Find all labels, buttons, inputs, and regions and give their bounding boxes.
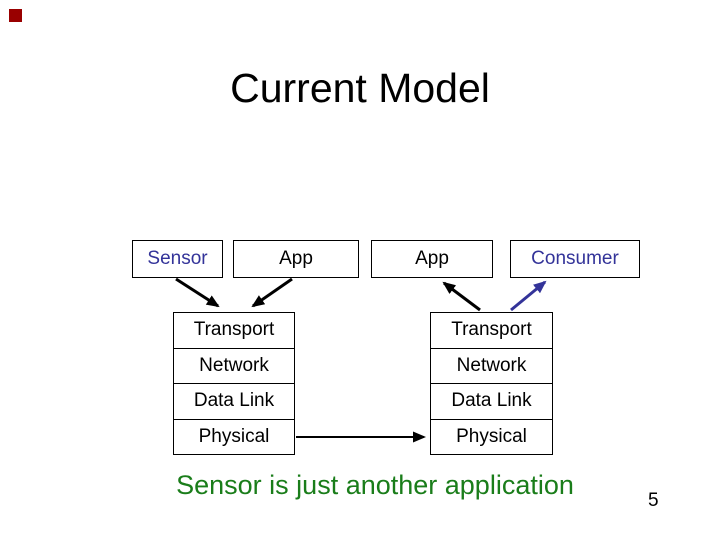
right-stack-layer-datalink: Data Link bbox=[431, 384, 552, 420]
protocol-stack-right: Transport Network Data Link Physical bbox=[430, 312, 553, 455]
box-app-right: App bbox=[371, 240, 493, 278]
page-number: 5 bbox=[648, 490, 659, 511]
footer-note: Sensor is just another application bbox=[176, 470, 574, 500]
left-stack-layer-transport: Transport bbox=[174, 313, 294, 349]
slide-title: Current Model bbox=[230, 65, 490, 111]
protocol-stack-left: Transport Network Data Link Physical bbox=[173, 312, 295, 455]
arrow-right-stack-to-consumer bbox=[510, 280, 547, 312]
arrow-right-stack-to-app bbox=[442, 281, 481, 312]
box-app-right-label: App bbox=[415, 248, 449, 269]
box-consumer-label: Consumer bbox=[531, 248, 619, 269]
box-sensor-label: Sensor bbox=[147, 248, 208, 269]
right-stack-layer-transport: Transport bbox=[431, 313, 552, 349]
box-sensor: Sensor bbox=[132, 240, 223, 278]
box-app-left: App bbox=[233, 240, 359, 278]
box-consumer: Consumer bbox=[510, 240, 640, 278]
left-stack-layer-datalink: Data Link bbox=[174, 384, 294, 420]
slide-corner-mark bbox=[9, 9, 22, 22]
arrow-app-to-left-stack bbox=[251, 277, 293, 308]
right-stack-layer-physical: Physical bbox=[431, 419, 552, 454]
left-stack-layer-network: Network bbox=[174, 348, 294, 384]
arrow-sensor-to-left-stack bbox=[175, 277, 220, 308]
left-stack-layer-physical: Physical bbox=[174, 419, 294, 454]
right-stack-layer-network: Network bbox=[431, 348, 552, 384]
box-app-left-label: App bbox=[279, 248, 313, 269]
